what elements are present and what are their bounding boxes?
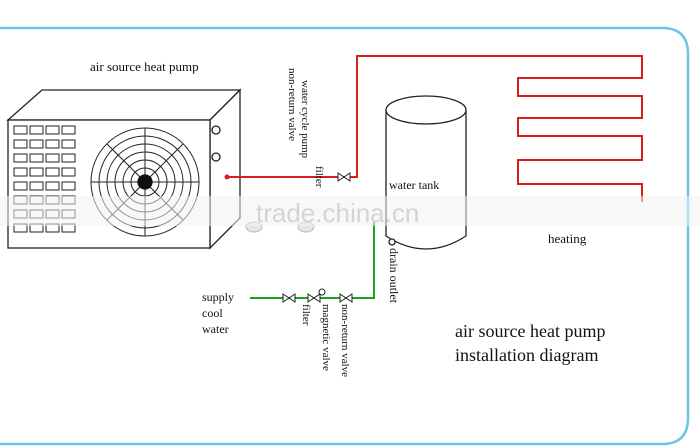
non-return-valve-bottom-label: non-return valve [339, 304, 351, 377]
watermark-band [0, 196, 700, 226]
watermark: trade.china.cn [256, 198, 420, 228]
diagram-frame [0, 26, 690, 446]
gauge-top [211, 125, 221, 135]
cold-water-pipe [250, 222, 375, 299]
caption-line1: air source heat pump [455, 321, 606, 341]
fan-hub [137, 174, 153, 190]
caption-line2: installation diagram [455, 345, 599, 365]
heating-label: heating [548, 231, 587, 246]
water-tank-label: water tank [389, 178, 440, 192]
non-return-valve-top-symbol [337, 172, 351, 182]
pump-title: air source heat pump [90, 59, 199, 74]
non-return-valve-top-label: non-return valve [286, 68, 298, 141]
pump-outlet-port [224, 174, 230, 180]
supply-label-line1: supply [202, 290, 235, 304]
gauge-bottom [211, 152, 221, 162]
supply-label-line2: cool [202, 306, 223, 320]
supply-valves [282, 288, 353, 303]
cycle-pump-label: water cycle pump [299, 80, 311, 159]
filter-top-label: filter [313, 166, 325, 188]
magnetic-valve-label: magnetic valve [320, 304, 332, 371]
drain-outlet-label: drain outlet [387, 248, 401, 303]
hot-water-pipe [228, 55, 643, 202]
filter-bottom-label: filter [300, 304, 312, 326]
supply-label-line3: water [202, 322, 229, 336]
